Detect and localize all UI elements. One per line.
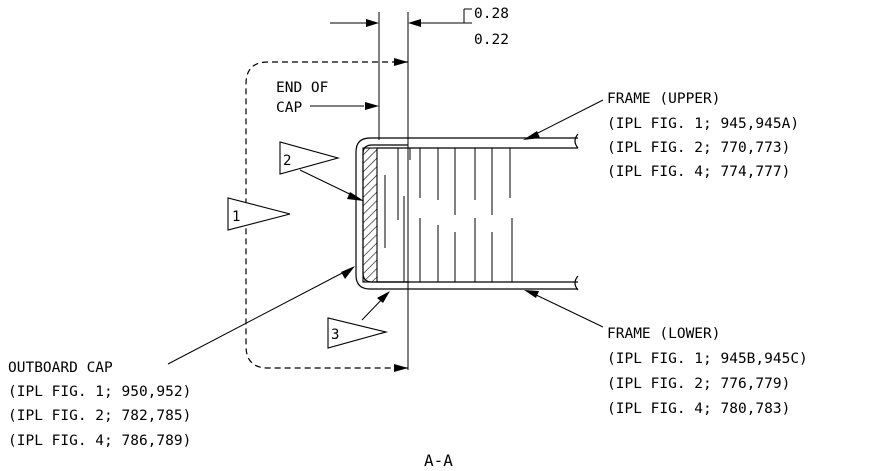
- frame-upper-break: [574, 133, 579, 149]
- end-of-cap-arrow: [365, 102, 379, 110]
- boundary-arrow-top: [394, 58, 408, 66]
- outboard-cap-ref3: (IPL FIG. 4; 786,789): [8, 433, 191, 449]
- outboard-cap-ref2: (IPL FIG. 2; 782,785): [8, 408, 191, 424]
- flag-2: 2: [279, 141, 341, 175]
- frame-lower-ref2: (IPL FIG. 2; 776,779): [607, 376, 790, 392]
- svg-text:1: 1: [232, 209, 240, 225]
- frame-lower-break: [574, 275, 579, 291]
- svg-text:2: 2: [283, 153, 291, 169]
- end-of-cap-line2: CAP: [276, 100, 302, 116]
- outboard-cap-leader: [167, 269, 349, 365]
- frame-upper-ref1: (IPL FIG. 1; 945,945A): [607, 116, 799, 132]
- frame-upper-title: FRAME (UPPER): [607, 91, 721, 107]
- dim-upper-value: 0.28: [474, 6, 509, 22]
- frame-lower-leader: [531, 292, 604, 328]
- dashed-boundary: [245, 61, 408, 369]
- frame-lower-title: FRAME (LOWER): [607, 326, 721, 342]
- section-label: A-A: [424, 451, 453, 470]
- flag-3-arrow: [377, 291, 390, 303]
- dim-lower-value: 0.22: [474, 32, 509, 48]
- end-of-cap-line1: END OF: [276, 80, 328, 96]
- core-lines: [384, 148, 513, 282]
- frame-upper-leader: [529, 99, 604, 138]
- flag-1: 1: [227, 197, 291, 231]
- svg-text:3: 3: [331, 327, 339, 343]
- dim-arrow-left: [366, 19, 379, 27]
- outboard-cap-ref1: (IPL FIG. 1; 950,952): [8, 384, 191, 400]
- frame-upper-arrow: [523, 131, 540, 140]
- dim-arrow-right: [408, 19, 421, 27]
- frame-lower-arrow: [524, 290, 539, 298]
- boundary-arrow-bottom: [394, 364, 408, 372]
- outboard-cap-arrow: [341, 266, 355, 279]
- frame-upper-ref3: (IPL FIG. 4; 774,777): [607, 164, 790, 180]
- cap-outer-edge: [355, 137, 520, 290]
- outboard-cap-title: OUTBOARD CAP: [8, 360, 113, 376]
- flag-2-arrow: [347, 192, 364, 201]
- frame-upper-ref2: (IPL FIG. 2; 770,773): [607, 140, 790, 156]
- frame-lower-ref3: (IPL FIG. 4; 780,783): [607, 401, 790, 417]
- frame-lower-ref1: (IPL FIG. 1; 945B,945C): [607, 351, 808, 367]
- cap-hatched-wall: [362, 147, 378, 283]
- flag-3: 3: [327, 317, 389, 349]
- dimension-group: 0.28 0.22: [330, 6, 509, 370]
